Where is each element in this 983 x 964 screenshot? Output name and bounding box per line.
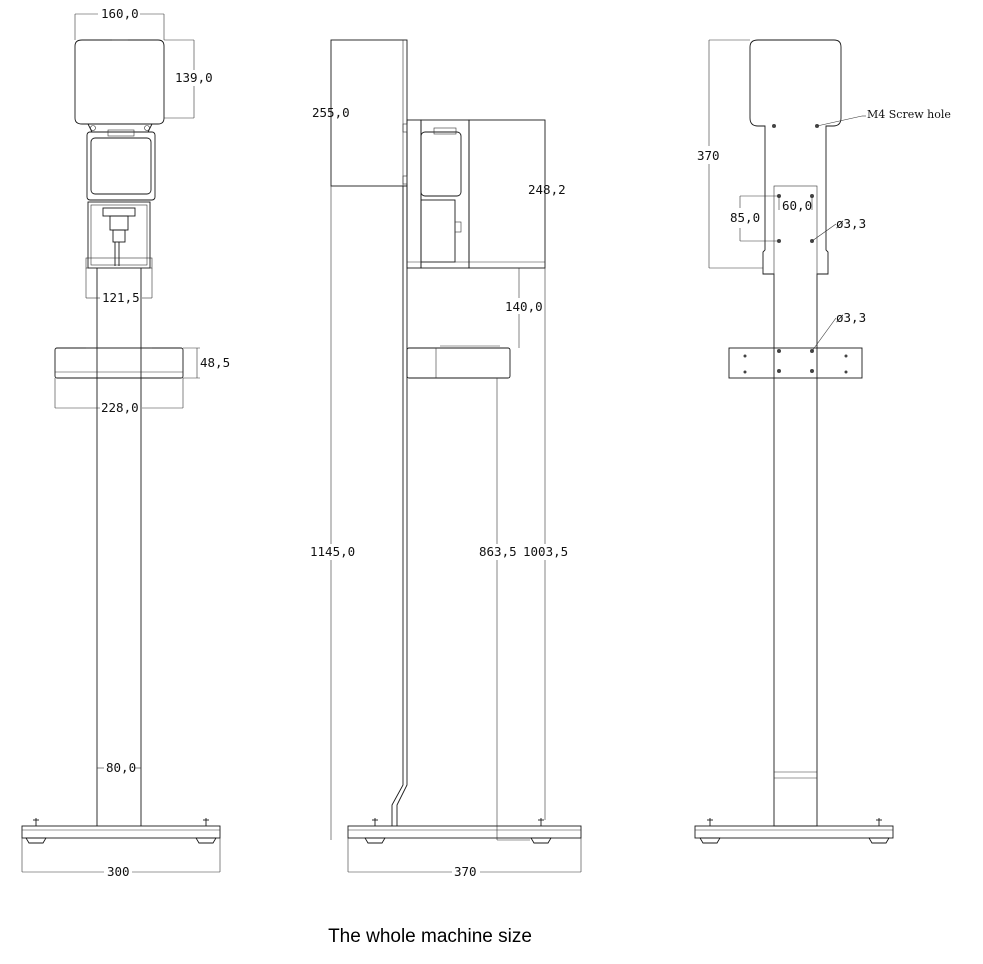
dim-tray-offset: 140,0 xyxy=(505,299,543,314)
dim-dispenser-height: 1003,5 xyxy=(523,544,568,559)
dim-pole-width: 80,0 xyxy=(106,760,136,775)
dim-head-width: 160,0 xyxy=(101,6,139,21)
dim-back-plate-height: 370 xyxy=(697,148,720,163)
dim-tray-height-from-floor: 863,5 xyxy=(479,544,517,559)
screw-hole-note: M4 Screw hole xyxy=(867,108,951,121)
foot-right-back xyxy=(868,818,890,844)
dim-base-width: 300 xyxy=(107,864,130,879)
drawing-caption: The whole machine size xyxy=(328,926,532,947)
foot-right xyxy=(195,818,217,844)
dim-head-depth: 255,0 xyxy=(312,105,350,120)
back-view: 370 M4 Screw hole 60,0 85,0 ø3,3 ø3,3 xyxy=(694,39,951,844)
screw-hole-upper-left xyxy=(772,124,776,128)
foot-right-side xyxy=(530,818,552,844)
foot-left-back xyxy=(699,818,721,844)
dim-hole-spacing: 60,0 xyxy=(782,198,812,213)
side-view: 255,0 1145,0 248,2 140,0 863,5 1003,5 37… xyxy=(310,39,582,879)
hole-diameter-lower: ø3,3 xyxy=(836,310,866,325)
foot-left-side xyxy=(364,818,386,844)
dim-pump-width: 121,5 xyxy=(102,290,140,305)
dim-total-height: 1145,0 xyxy=(310,544,355,559)
hole-diameter-upper: ø3,3 xyxy=(836,216,866,231)
dim-base-depth: 370 xyxy=(454,864,477,879)
dim-head-height: 139,0 xyxy=(175,70,213,85)
front-view: 160,0 139,0 121,5 48,5 228,0 80,0 300 xyxy=(21,6,230,879)
dim-tray-width: 228,0 xyxy=(101,400,139,415)
foot-left xyxy=(25,818,47,844)
dim-body-depth: 248,2 xyxy=(528,182,566,197)
dim-tray-height: 48,5 xyxy=(200,355,230,370)
dim-hole-vertical-spacing: 85,0 xyxy=(730,210,760,225)
